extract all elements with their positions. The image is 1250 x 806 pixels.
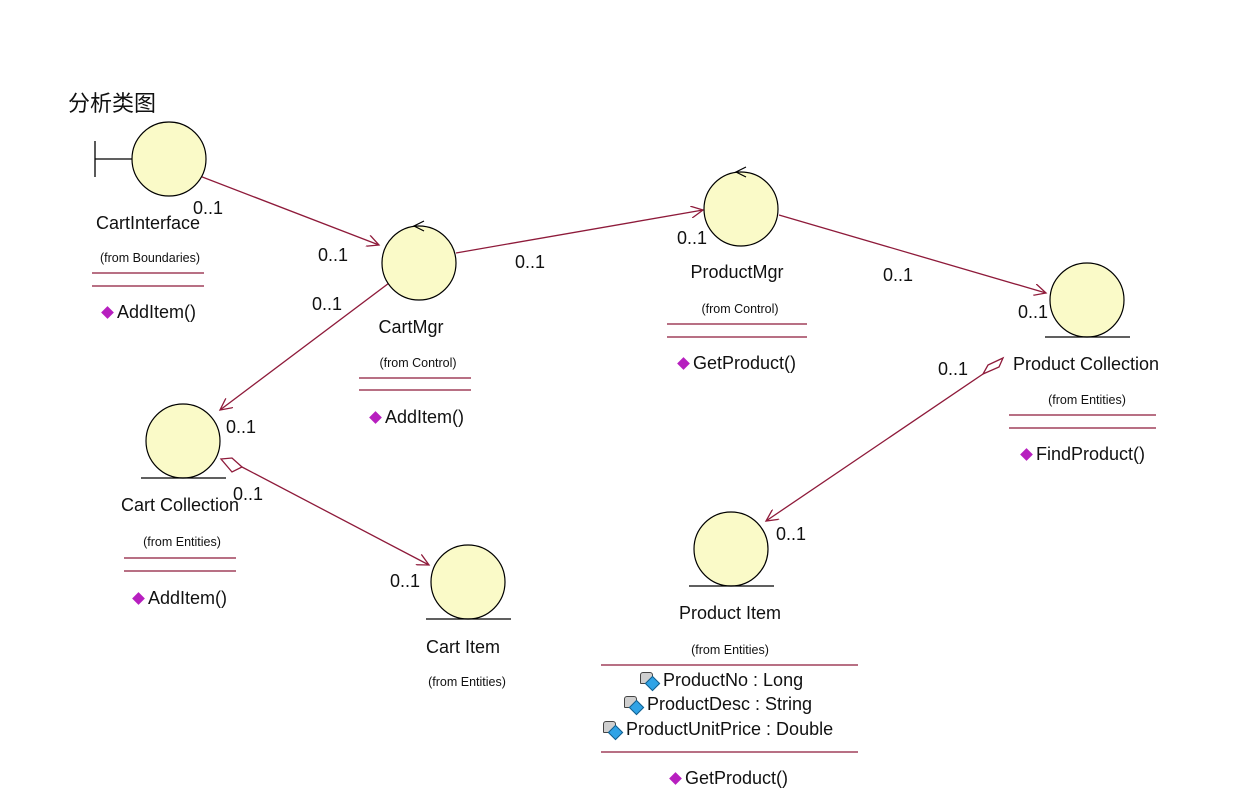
attribute-label: ProductNo : Long <box>663 670 804 690</box>
multiplicity-label: 0..1 <box>193 198 224 218</box>
multiplicity-label: 0..1 <box>883 265 914 285</box>
aggregation-productcollection-productitem <box>766 373 984 521</box>
private-attribute-icon <box>640 671 661 691</box>
diagram-title: 分析类图 <box>68 92 157 117</box>
attribute-label: ProductDesc : String <box>647 694 813 714</box>
attribute-productunitprice: ProductUnitPrice : Double <box>603 719 833 740</box>
aggregation-diamond-cartcollection <box>219 457 244 473</box>
package-label: (from Boundaries) <box>99 251 201 265</box>
entity-object-icon <box>141 403 226 479</box>
aggregation-cartcollection-cartitem <box>241 466 429 565</box>
multiplicity-label: 0..1 <box>677 228 708 248</box>
entity-object-icon <box>1045 262 1130 338</box>
association-productmgr-productcollection <box>778 214 1046 293</box>
entity-object-icon <box>689 511 774 587</box>
operation-icon <box>669 772 682 785</box>
class-name-product-item: Product Item <box>678 603 782 623</box>
package-label: (from Entities) <box>691 643 769 657</box>
aggregation-diamond-productcollection <box>981 356 1005 376</box>
class-name-cartmgr: CartMgr <box>378 317 444 337</box>
operation-label: FindProduct() <box>1036 444 1146 464</box>
operation-icon <box>369 411 382 424</box>
compartment-dividers <box>92 272 1156 753</box>
operation-productcollection-findproduct: FindProduct() <box>1020 444 1146 465</box>
operation-productmgr-getproduct: GetProduct() <box>677 353 797 374</box>
multiplicity-label: 0..1 <box>515 252 546 272</box>
control-object-icon <box>703 166 779 247</box>
operation-label: GetProduct() <box>685 768 789 788</box>
multiplicity-label: 0..1 <box>1018 302 1049 322</box>
operation-label: GetProduct() <box>693 353 797 373</box>
multiplicity-label: 0..1 <box>233 484 264 504</box>
class-name-productmgr: ProductMgr <box>690 262 784 282</box>
entity-object-icon <box>426 544 511 620</box>
multiplicity-label: 0..1 <box>318 245 349 265</box>
operation-cartinterface-additem: AddItem() <box>101 302 197 323</box>
operation-label: AddItem() <box>385 407 465 427</box>
association-cartmgr-cartcollection <box>220 261 418 410</box>
class-name-cart-collection: Cart Collection <box>120 495 240 515</box>
class-name-cart-item: Cart Item <box>425 637 501 657</box>
operation-icon <box>132 592 145 605</box>
attribute-productdesc: ProductDesc : String <box>624 694 812 715</box>
attribute-label: ProductUnitPrice : Double <box>626 719 834 739</box>
attribute-productno: ProductNo : Long <box>640 670 803 691</box>
package-label: (from Entities) <box>143 535 221 549</box>
package-label: (from Control) <box>701 302 779 316</box>
package-label: (from Entities) <box>1048 393 1126 407</box>
class-name-cartinterface: CartInterface <box>95 213 201 233</box>
multiplicity-label: 0..1 <box>312 294 343 314</box>
association-cartmgr-productmgr <box>455 210 703 254</box>
multiplicity-label: 0..1 <box>938 359 969 379</box>
multiplicity-label: 0..1 <box>226 417 257 437</box>
operation-productitem-getproduct: GetProduct() <box>669 768 789 789</box>
operation-label: AddItem() <box>117 302 197 322</box>
private-attribute-icon <box>603 720 624 740</box>
operation-icon <box>677 357 690 370</box>
multiplicity-label: 0..1 <box>776 524 807 544</box>
operation-icon <box>101 306 114 319</box>
operation-cartmgr-additem: AddItem() <box>369 407 465 428</box>
package-label: (from Control) <box>379 356 457 370</box>
private-attribute-icon <box>624 695 645 715</box>
class-name-product-collection: Product Collection <box>1012 354 1160 374</box>
package-label: (from Entities) <box>428 675 506 689</box>
boundary-object-icon <box>94 121 207 197</box>
operation-icon <box>1020 448 1033 461</box>
control-object-icon <box>381 220 457 301</box>
operation-label: AddItem() <box>148 588 228 608</box>
operation-cartcollection-additem: AddItem() <box>132 588 228 609</box>
multiplicity-label: 0..1 <box>390 571 421 591</box>
